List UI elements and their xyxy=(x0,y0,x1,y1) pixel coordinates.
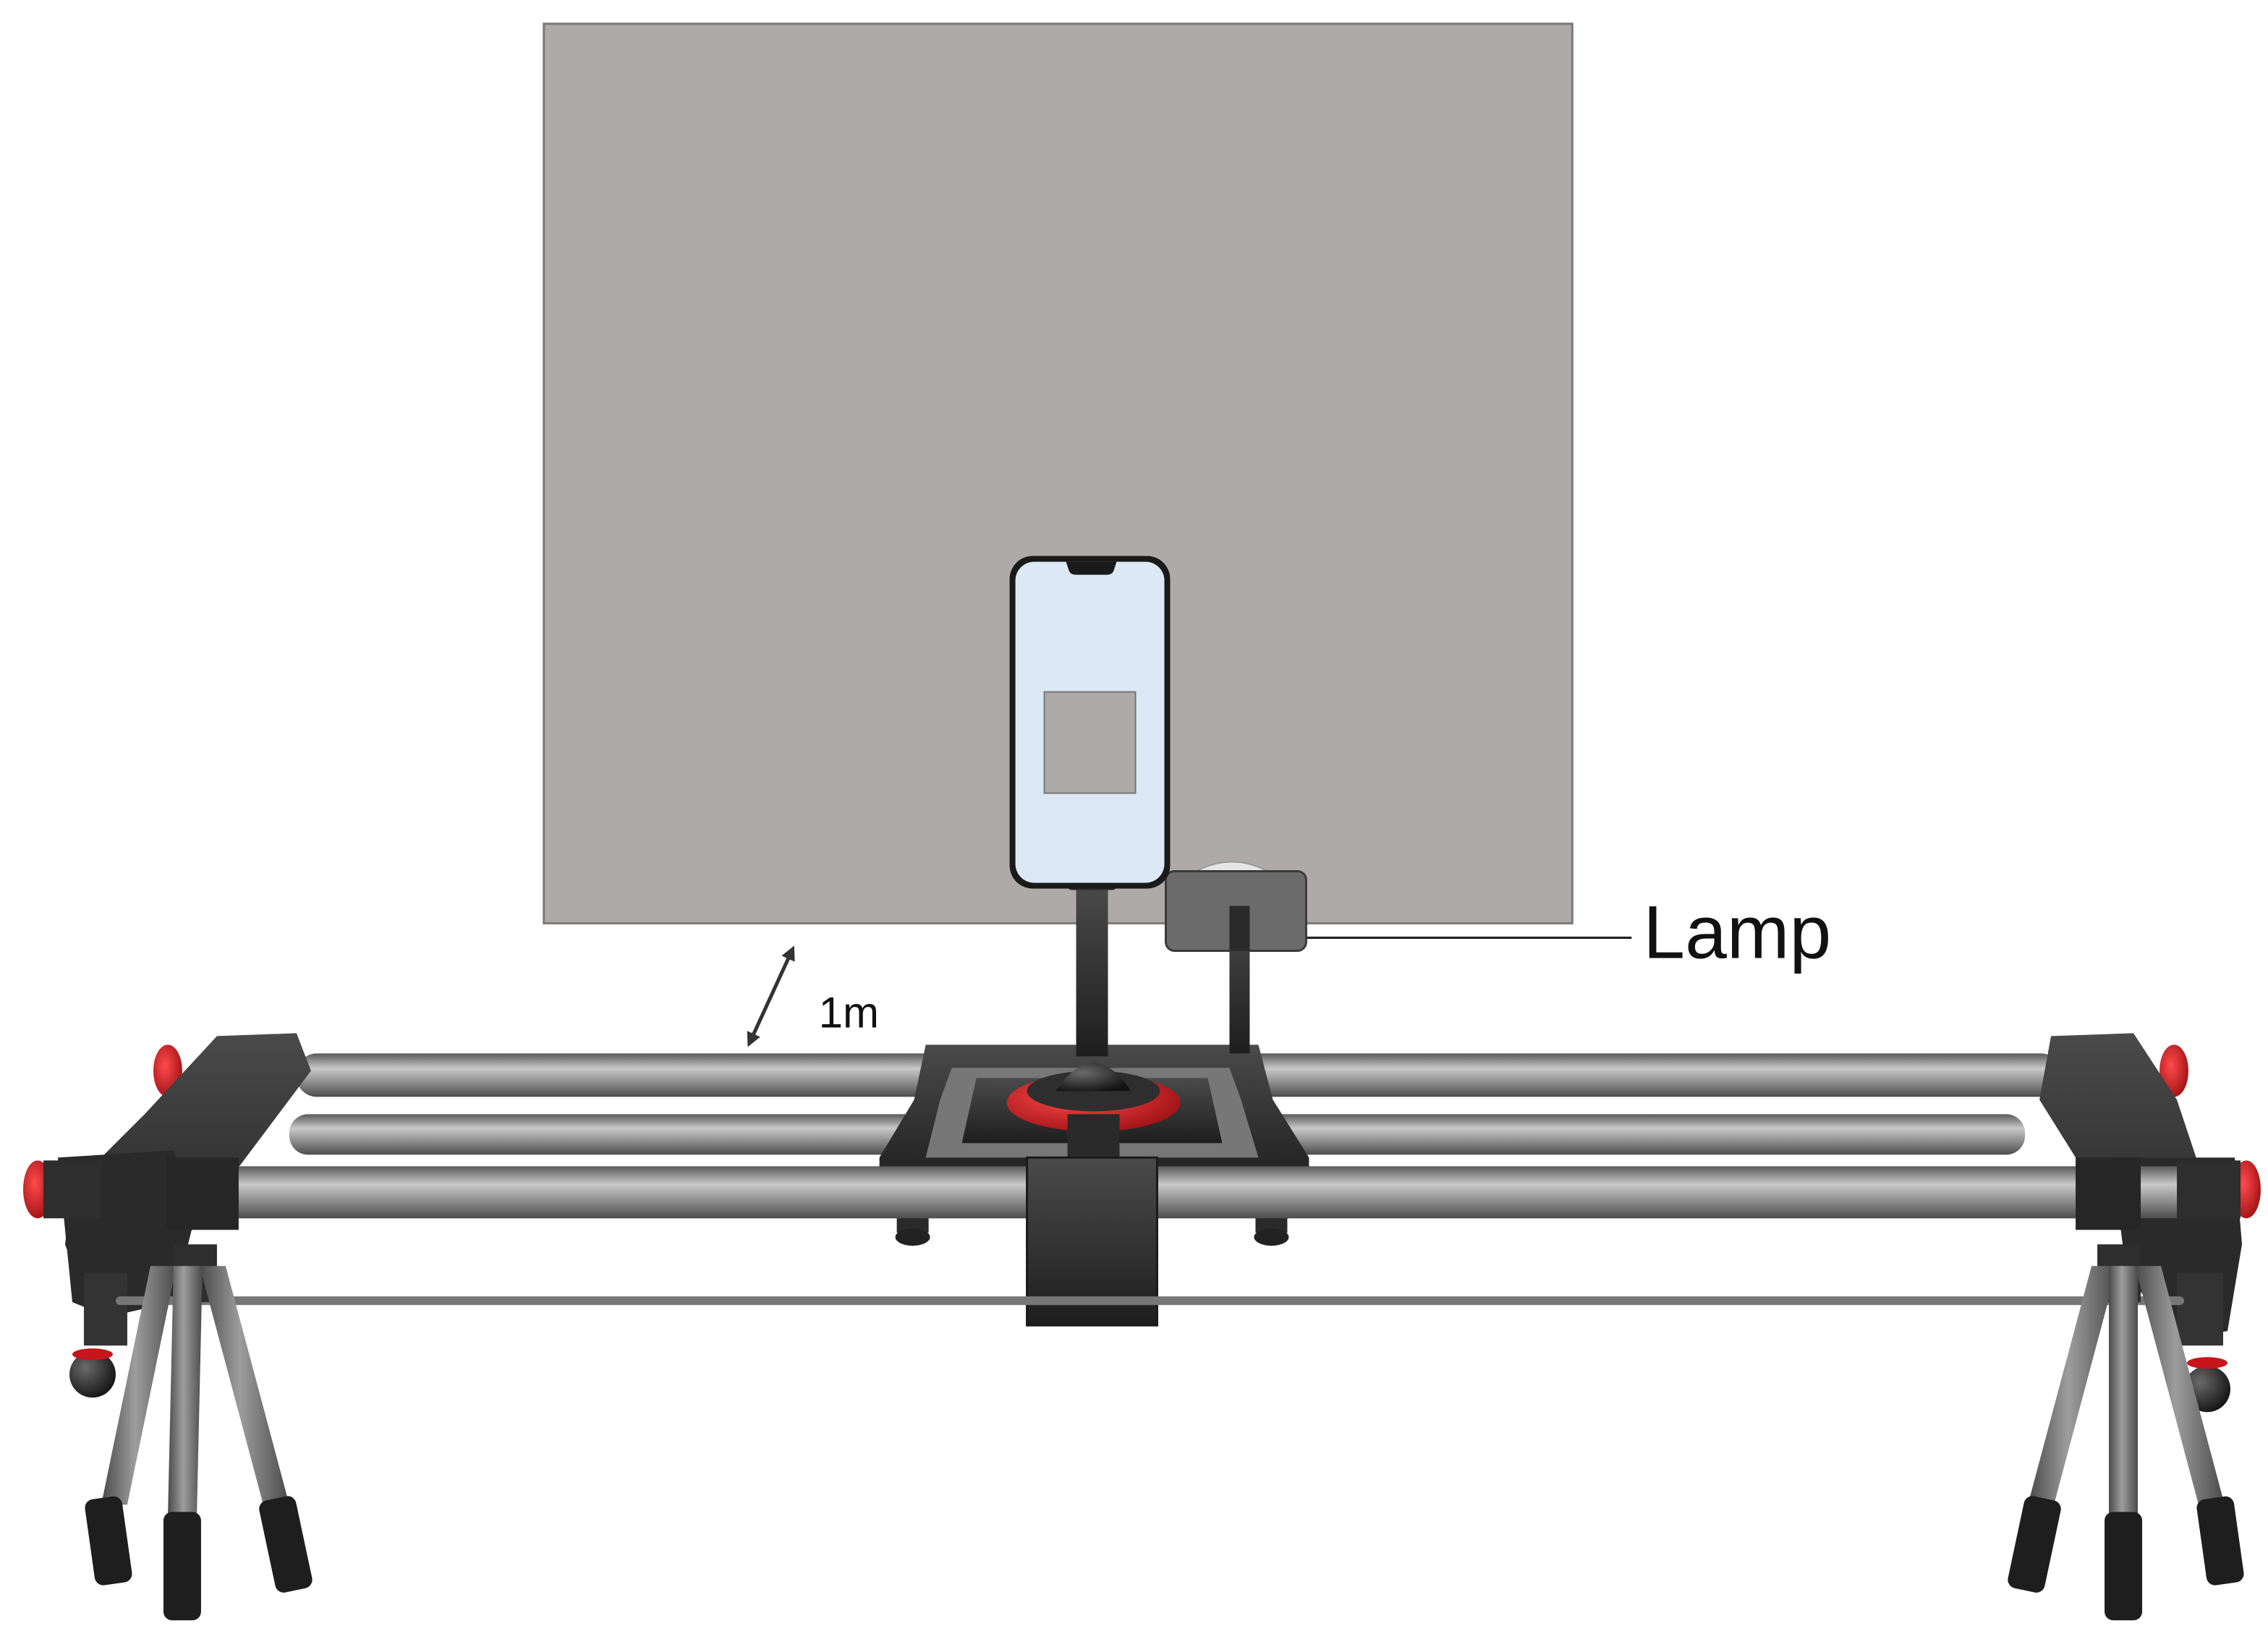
right-front-block xyxy=(2076,1157,2141,1230)
left-tripod xyxy=(85,1244,313,1621)
right-tripod xyxy=(2008,1244,2244,1621)
lower-rod xyxy=(115,1296,2185,1306)
distance-indicator: 1m xyxy=(747,945,879,1047)
left-front-block xyxy=(166,1157,239,1230)
front-rail xyxy=(187,1166,2207,1219)
distance-label: 1m xyxy=(819,988,879,1037)
phone-target-square xyxy=(1043,691,1137,794)
front-end-caps xyxy=(22,1160,2261,1219)
smartphone xyxy=(1009,556,1171,889)
lamp-head xyxy=(1164,861,1307,952)
lamp-label: Lamp xyxy=(1643,890,1831,974)
phone-mount-pole xyxy=(1076,882,1108,1057)
phone-mount-base xyxy=(1006,1063,1181,1158)
lamp-callout: Lamp xyxy=(1306,890,1831,974)
double-arrow-icon xyxy=(747,945,795,1047)
